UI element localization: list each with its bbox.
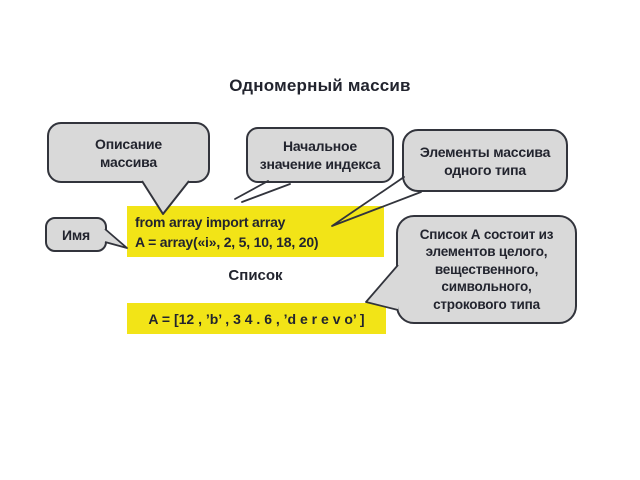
code-line-list-init: A = [12 , ’b’ , 3 4 . 6 , ’d e r e v o’ … — [148, 310, 365, 327]
callout-list-composition-line: символьного, — [441, 279, 532, 295]
callout-list-composition-line: Список А состоит из — [419, 226, 554, 242]
callout-initial-index-line: Начальное — [283, 138, 357, 154]
callout-initial-index-line: значение индекса — [259, 156, 381, 172]
callout-name: Имя — [45, 217, 107, 252]
array-code-block: from array import array A = array(«i», 2… — [127, 206, 384, 257]
callout-list-composition-line: вещественного, — [434, 261, 539, 277]
callout-same-type: Элементы массива одного типа — [402, 129, 568, 192]
callout-description-line: Описание — [95, 135, 162, 152]
code-line-array-import: from array import array — [135, 213, 286, 230]
callout-list-composition-line: элементов целого, — [425, 244, 548, 260]
callout-same-type-line: одного типа — [444, 161, 526, 178]
callout-list-composition-line: строкового типа — [433, 296, 540, 312]
name-tail-pointer — [104, 228, 128, 249]
initial-index-tail-pointer — [234, 180, 291, 203]
list-code-block: A = [12 , ’b’ , 3 4 . 6 , ’d e r e v o’ … — [127, 303, 386, 334]
callout-same-type-line: Элементы массива — [419, 143, 551, 160]
callout-description-line: массива — [100, 153, 157, 170]
callout-initial-index: Начальное значение индекса — [246, 127, 394, 183]
page-title: Одномерный массив — [229, 76, 411, 95]
list-section-label: Список — [228, 267, 283, 284]
callout-list-composition: Список А состоит из элементов целого, ве… — [396, 215, 577, 324]
code-line-array-init: A = array(«i», 2, 5, 10, 18, 20) — [135, 233, 319, 250]
callout-description: Описание массива — [47, 122, 210, 183]
callout-name-line: Имя — [62, 226, 90, 243]
